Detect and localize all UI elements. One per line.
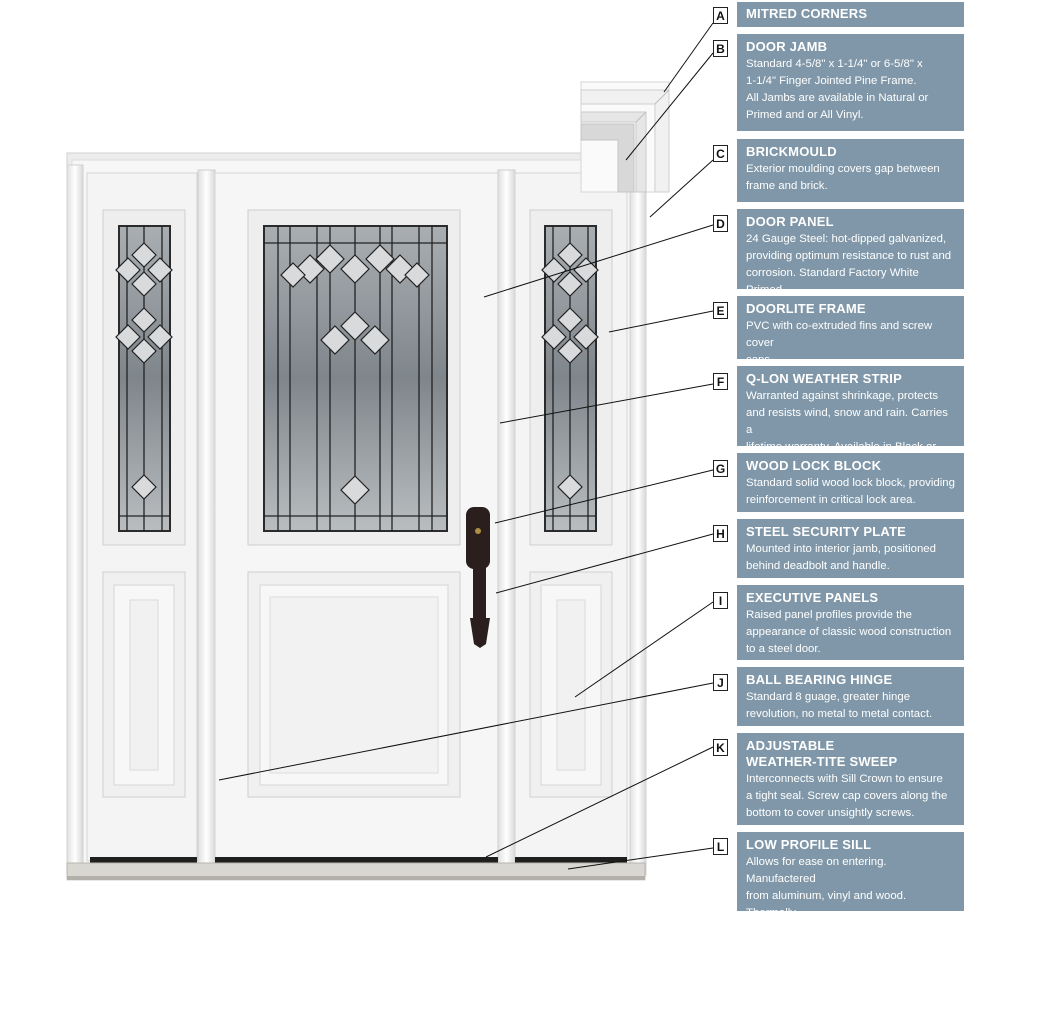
leader-g xyxy=(494,469,714,524)
right-sidelite xyxy=(514,172,628,862)
callout-title: DOOR PANEL xyxy=(746,214,834,229)
left-sidelite xyxy=(86,172,198,862)
callout-letter-k: K xyxy=(713,739,728,756)
leader-d xyxy=(483,224,714,298)
callout-title: LOW PROFILE SILL xyxy=(746,837,872,852)
callout-letter-h: H xyxy=(713,525,728,542)
callout-panel-e: DOORLITE FRAME PVC with co-extruded fins… xyxy=(737,296,964,366)
leader-a xyxy=(663,22,714,93)
callout-panel-h: STEEL SECURITY PLATE Mounted into interi… xyxy=(737,519,964,578)
callout-title: ADJUSTABLE WEATHER-TITE SWEEP xyxy=(746,738,898,769)
callout-letter-b: B xyxy=(713,40,728,57)
callout-panel-l: LOW PROFILE SILL Allows for ease on ente… xyxy=(737,832,964,936)
main-door-bevels xyxy=(280,244,430,505)
callout-desc: Mounted into interior jamb, positioned b… xyxy=(746,543,936,572)
callout-panel-i: EXECUTIVE PANELS Raised panel profiles p… xyxy=(737,585,964,660)
callout-letter-c: C xyxy=(713,145,728,162)
callout-title: BALL BEARING HINGE xyxy=(746,672,893,687)
leader-l xyxy=(567,847,714,870)
leader-lines xyxy=(218,22,714,870)
leader-f xyxy=(499,383,714,424)
callout-letter-a: A xyxy=(713,7,728,24)
leader-e xyxy=(608,310,714,333)
leader-h xyxy=(495,533,714,594)
callout-title: DOORLITE FRAME xyxy=(746,301,866,316)
callout-desc: Standard 8 guage, greater hinge revoluti… xyxy=(746,691,933,720)
callout-title: WOOD LOCK BLOCK xyxy=(746,458,882,473)
callout-desc: Interconnects with Sill Crown to ensure … xyxy=(746,773,948,819)
callout-desc: Raised panel profiles provide the appear… xyxy=(746,609,952,655)
callout-panel-a: MITRED CORNERS xyxy=(737,2,964,27)
callout-title: MITRED CORNERS xyxy=(746,6,868,21)
callout-title: BRICKMOULD xyxy=(746,144,837,159)
sill xyxy=(66,857,646,880)
callout-desc: 24 Gauge Steel: hot-dipped galvanized, p… xyxy=(746,233,952,296)
callout-desc: Allows for ease on entering. Manufactere… xyxy=(746,856,912,936)
callout-title: DOOR JAMB xyxy=(746,39,828,54)
callout-desc: Exterior moulding covers gap between fra… xyxy=(746,163,940,192)
callout-letter-j: J xyxy=(713,674,728,691)
callout-title: EXECUTIVE PANELS xyxy=(746,590,879,605)
callout-panel-f: Q-LON WEATHER STRIP Warranted against sh… xyxy=(737,366,964,470)
leader-b xyxy=(625,52,714,161)
callout-letter-g: G xyxy=(713,460,728,477)
callout-title: Q-LON WEATHER STRIP xyxy=(746,371,902,386)
leader-j xyxy=(218,682,714,781)
callout-panel-c: BRICKMOULD Exterior moulding covers gap … xyxy=(737,139,964,202)
leader-i xyxy=(574,601,714,698)
callout-panel-j: BALL BEARING HINGE Standard 8 guage, gre… xyxy=(737,667,964,726)
main-door xyxy=(214,172,499,862)
callout-letter-f: F xyxy=(713,373,728,390)
callout-letter-e: E xyxy=(713,302,728,319)
callout-desc: Standard 4-5/8" x 1-1/4" or 6-5/8" x 1-1… xyxy=(746,58,929,121)
callout-letter-l: L xyxy=(713,838,728,855)
left-sidelite-bevels xyxy=(115,242,173,500)
callout-desc: Standard solid wood lock block, providin… xyxy=(746,477,955,506)
callout-letter-d: D xyxy=(713,215,728,232)
callout-desc: PVC with co-extruded fins and screw cove… xyxy=(746,320,933,366)
left-post xyxy=(197,169,216,871)
leader-k xyxy=(485,746,714,858)
callout-panel-k: ADJUSTABLE WEATHER-TITE SWEEP Interconne… xyxy=(737,733,964,825)
callout-title: STEEL SECURITY PLATE xyxy=(746,524,907,539)
right-sidelite-bevels xyxy=(541,242,599,500)
handleset xyxy=(466,507,490,648)
callout-letter-i: I xyxy=(713,592,728,609)
callout-panel-d: DOOR PANEL 24 Gauge Steel: hot-dipped ga… xyxy=(737,209,964,296)
leader-c xyxy=(649,159,714,218)
mitred-corner-inset xyxy=(580,81,670,193)
callout-panel-g: WOOD LOCK BLOCK Standard solid wood lock… xyxy=(737,453,964,512)
callout-panel-b: DOOR JAMB Standard 4-5/8" x 1-1/4" or 6-… xyxy=(737,34,964,131)
